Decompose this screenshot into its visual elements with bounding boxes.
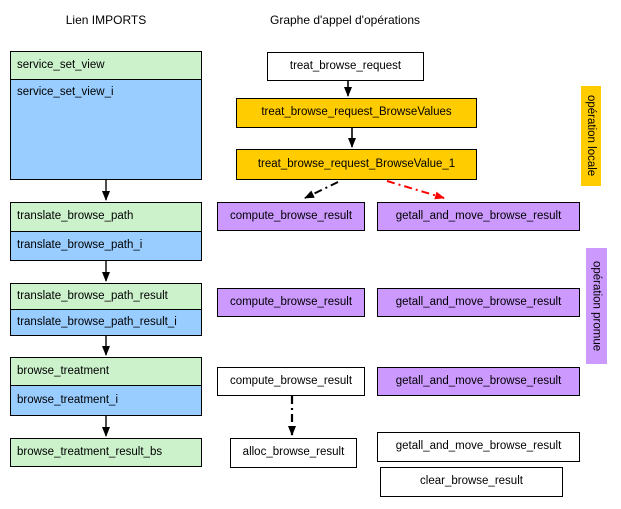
call-graph-title: Graphe d'appel d'opérations bbox=[269, 13, 421, 27]
node-compute-browse-result-2: compute_browse_result bbox=[217, 288, 365, 317]
node-translate-browse-path-result: translate_browse_path_result bbox=[10, 283, 202, 310]
node-service-set-view-i: service_set_view_i bbox=[10, 79, 202, 180]
node-service-set-view: service_set_view bbox=[10, 51, 202, 80]
imports-column-title: Lien IMPORTS bbox=[65, 13, 147, 27]
node-translate-browse-path-i: translate_browse_path_i bbox=[10, 231, 202, 261]
node-treat-browse-request-browsevalue-1: treat_browse_request_BrowseValue_1 bbox=[236, 149, 477, 180]
node-browse-treatment-result-bs: browse_treatment_result_bs bbox=[10, 438, 202, 467]
node-alloc-browse-result: alloc_browse_result bbox=[230, 438, 357, 468]
node-browse-treatment: browse_treatment bbox=[10, 357, 202, 386]
node-translate-browse-path-result-i: translate_browse_path_result_i bbox=[10, 309, 202, 336]
legend-operation-promue: opération promue bbox=[586, 248, 607, 364]
node-browse-treatment-i: browse_treatment_i bbox=[10, 385, 202, 416]
node-compute-browse-result-3: compute_browse_result bbox=[217, 367, 365, 396]
legend-operation-locale: opération locale bbox=[581, 86, 601, 186]
node-getall-and-move-browse-result-2: getall_and_move_browse_result bbox=[377, 288, 580, 317]
node-clear-browse-result: clear_browse_result bbox=[380, 467, 563, 497]
node-treat-browse-request: treat_browse_request bbox=[267, 52, 424, 81]
arrow-browsevalue-1-to-getall bbox=[386, 180, 445, 200]
node-getall-and-move-browse-result-3: getall_and_move_browse_result bbox=[377, 367, 580, 396]
node-treat-browse-request-browsevalues: treat_browse_request_BrowseValues bbox=[236, 98, 477, 128]
node-translate-browse-path: translate_browse_path bbox=[10, 202, 202, 232]
arrow-browsevalue-1-to-compute bbox=[304, 181, 339, 199]
node-compute-browse-result-1: compute_browse_result bbox=[217, 202, 365, 231]
node-getall-and-move-browse-result-4: getall_and_move_browse_result bbox=[377, 432, 580, 462]
node-getall-and-move-browse-result-1: getall_and_move_browse_result bbox=[377, 202, 580, 231]
